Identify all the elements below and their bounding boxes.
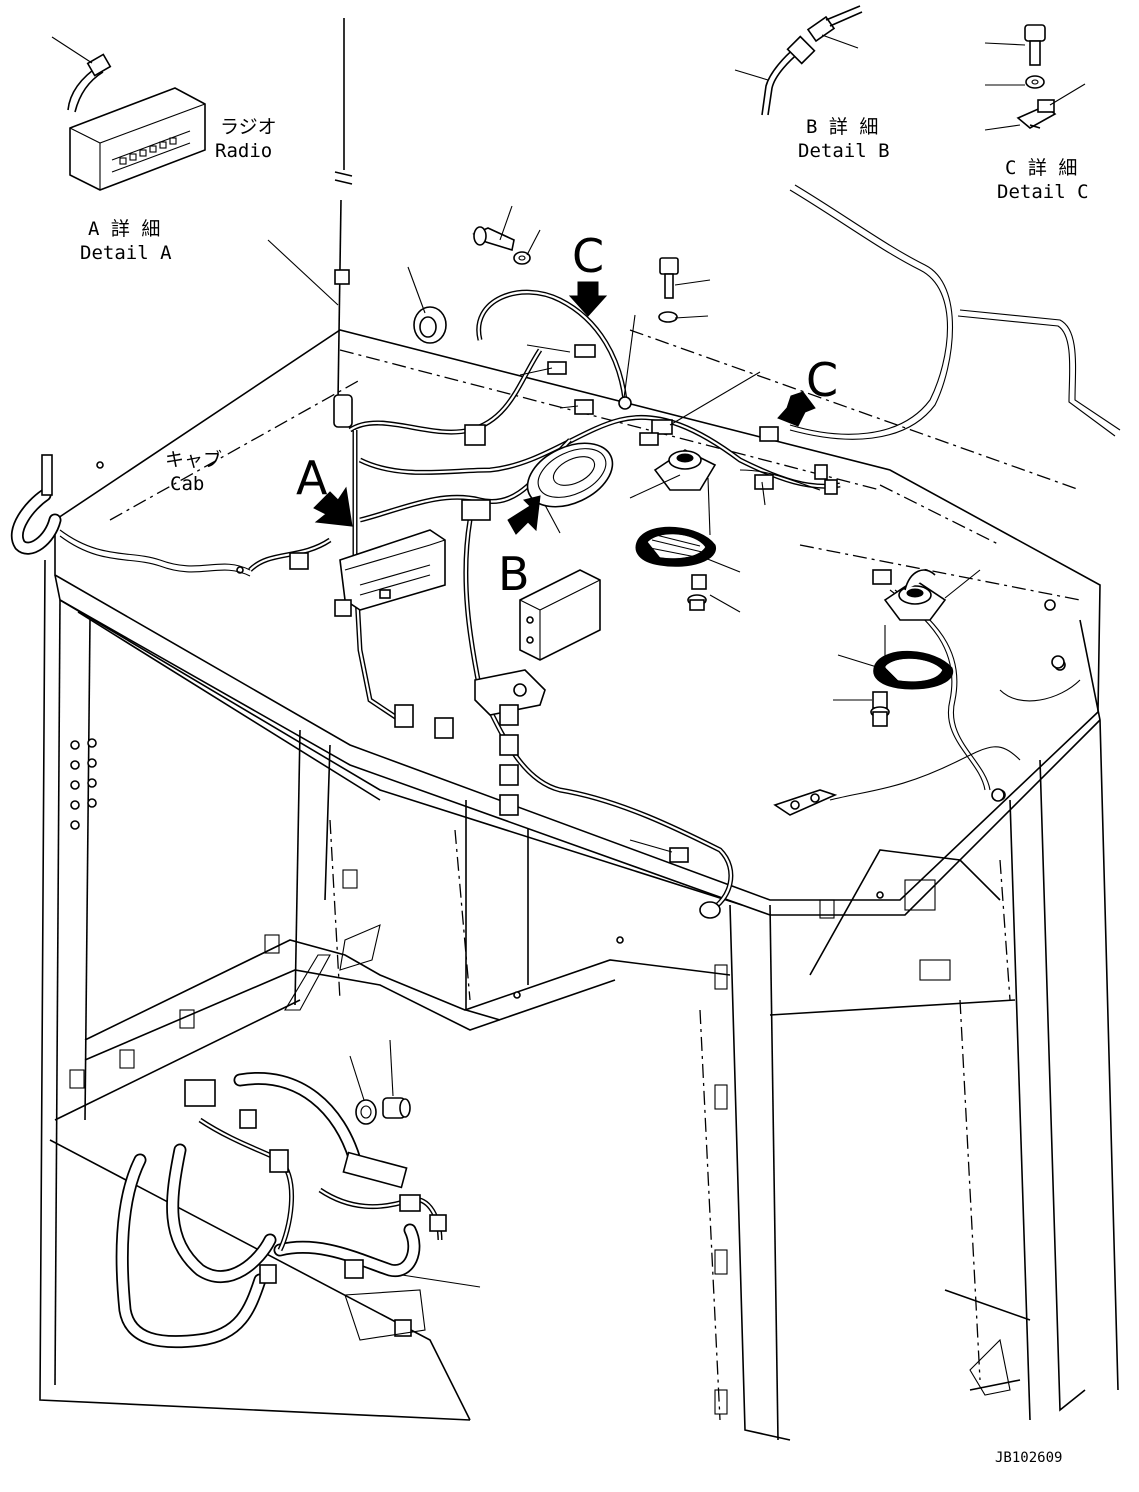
left-harness-loop — [10, 454, 62, 555]
radio-label-jp: ラジオ — [220, 116, 277, 138]
bolt-right — [659, 257, 679, 299]
leader-lines — [51, 34, 1086, 1288]
cab-label-jp: キャブ — [165, 448, 222, 471]
speaker-rear — [883, 569, 947, 621]
view-marker-c2: C — [806, 353, 838, 407]
screw-2 — [870, 691, 890, 727]
arrow-c1 — [568, 281, 608, 317]
detail-b-label-jp: B 詳 細 — [806, 116, 878, 138]
detail-b-label-en: Detail B — [798, 140, 890, 162]
radio-label-en: Radio — [215, 140, 272, 162]
floor-plug — [382, 1097, 411, 1119]
cab-frame — [39, 329, 1119, 1441]
speaker-grille-1 — [635, 526, 716, 567]
detail-c-parts — [1016, 24, 1057, 129]
view-marker-b: B — [498, 547, 530, 601]
detail-b-connector — [761, 5, 863, 116]
view-marker-c1: C — [572, 229, 604, 283]
washer-top — [513, 251, 531, 265]
antenna — [333, 18, 353, 428]
arrow-c2 — [777, 391, 816, 427]
floor-bushing — [355, 1099, 377, 1125]
washer-right — [658, 311, 678, 323]
cab-label-en: Cab — [170, 473, 204, 495]
arrow-a — [313, 486, 353, 527]
detail-c-label-jp: C 詳 細 — [1005, 157, 1077, 179]
detail-a-radio — [67, 53, 206, 191]
junction-connectors — [474, 669, 546, 816]
screw-1 — [687, 574, 707, 611]
radio-unit — [339, 529, 446, 611]
bolt-top — [472, 226, 515, 252]
detail-a-label-jp: A 詳 細 — [88, 218, 160, 240]
detail-c-label-en: Detail C — [997, 181, 1089, 203]
grommet — [413, 306, 447, 344]
clamps — [289, 344, 1065, 919]
drawing-number: JB102609 — [995, 1450, 1062, 1466]
control-box — [519, 569, 601, 661]
view-marker-a: A — [296, 451, 328, 505]
speaker-right — [653, 449, 717, 491]
detail-a-label-en: Detail A — [80, 242, 172, 264]
floor-harness — [115, 1072, 447, 1349]
room-lamp — [773, 789, 838, 816]
speaker-left — [526, 442, 614, 508]
speaker-grille-2 — [873, 651, 954, 690]
arrow-b — [507, 495, 541, 535]
